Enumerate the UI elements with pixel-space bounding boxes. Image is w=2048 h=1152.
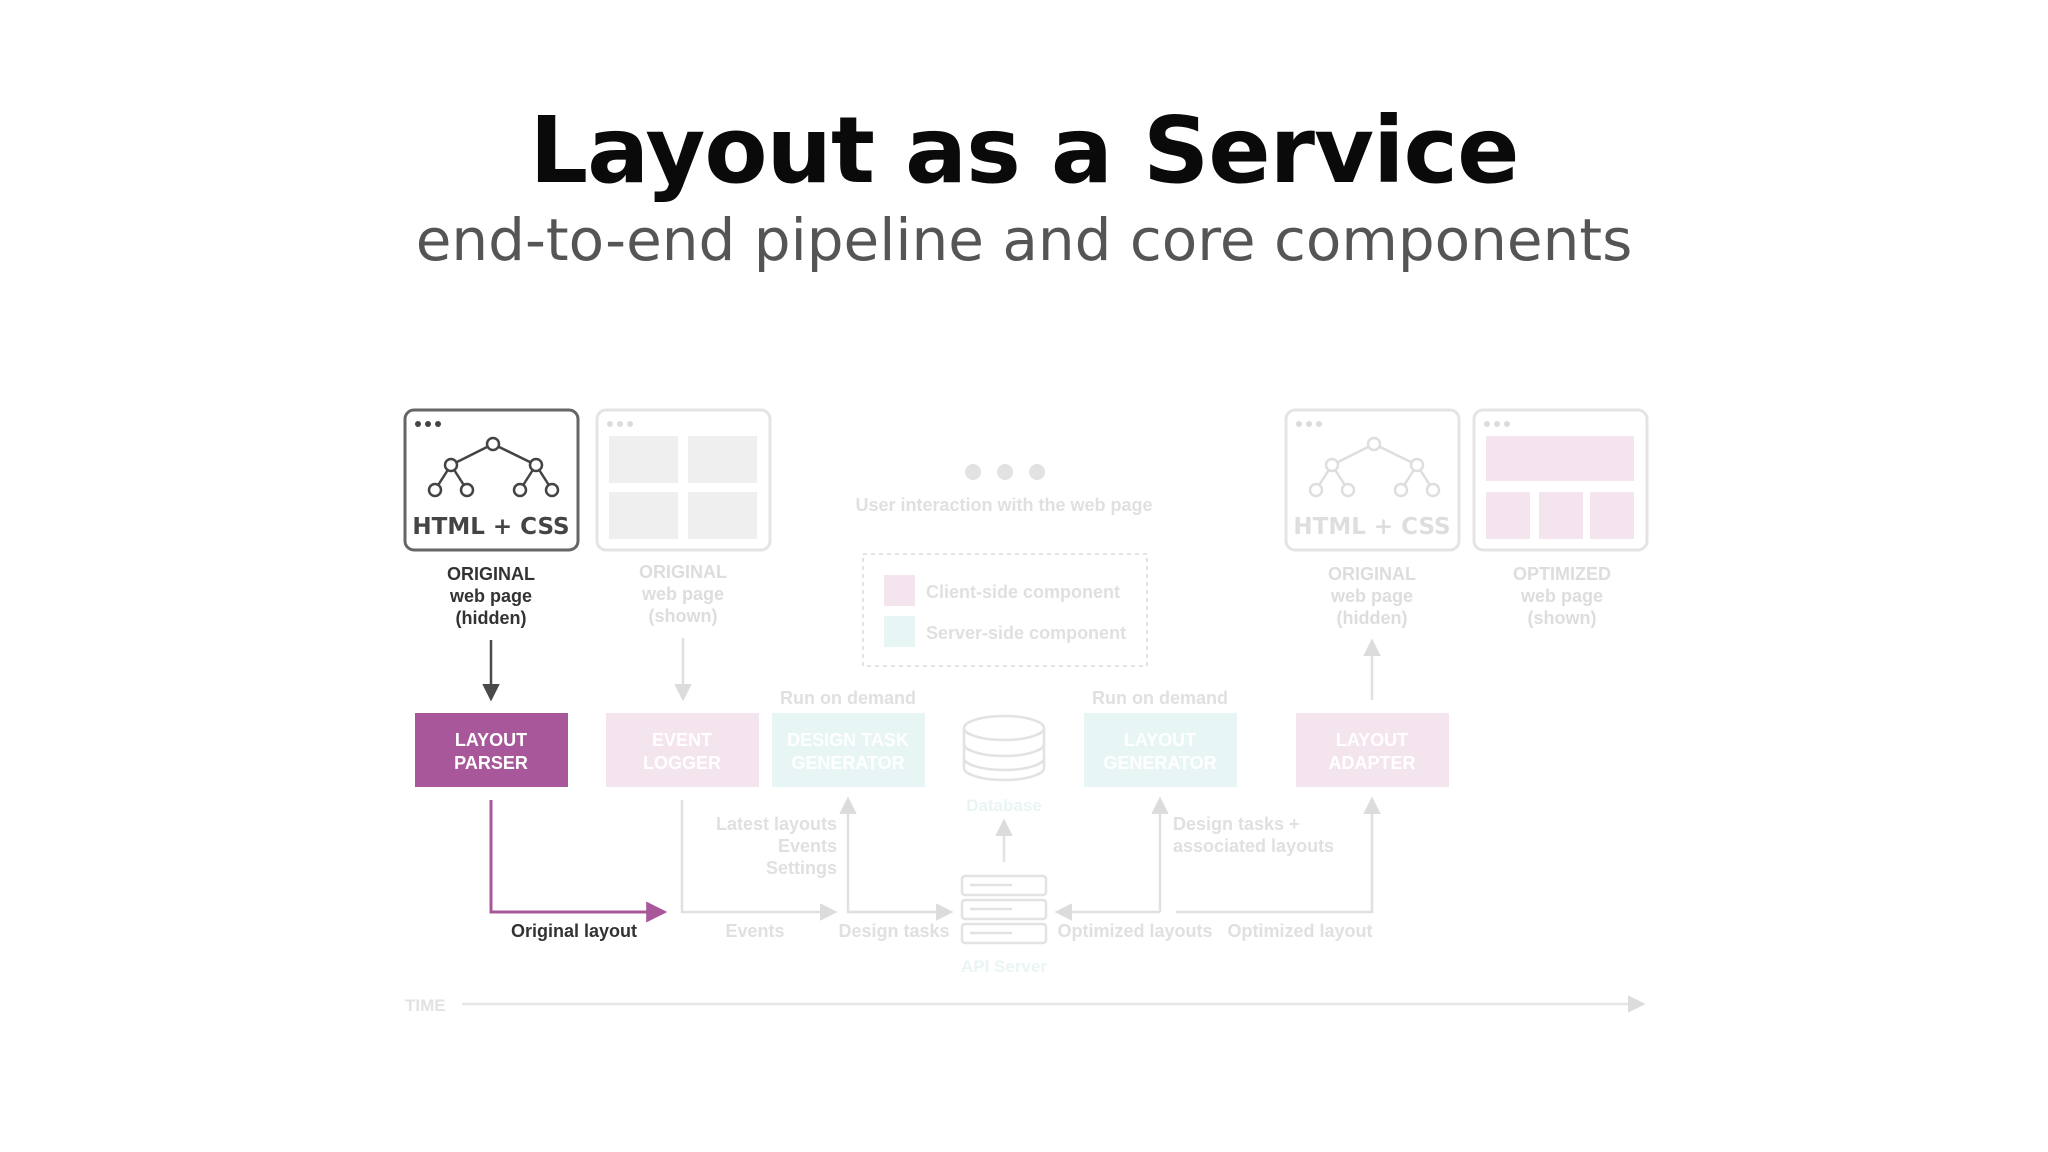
page-original-hidden: HTML + CSS ORIGINAL web page (hidden)	[403, 408, 580, 628]
page-caption-line2: web page	[1520, 586, 1603, 606]
page-caption-line1: OPTIMIZED	[1513, 564, 1611, 584]
flow-label-latest-layouts: Latest layouts	[716, 814, 837, 834]
layout-parser-box: LAYOUT PARSER	[415, 713, 568, 787]
page-caption-line3: (shown)	[649, 606, 718, 626]
flow-label-design-tasks-assoc: Design tasks +	[1173, 814, 1300, 834]
component-label: PARSER	[454, 753, 528, 773]
layout-adapter-box: LAYOUT ADAPTER	[1296, 713, 1449, 787]
page-caption-line2: web page	[449, 586, 532, 606]
arrow-events	[680, 800, 838, 921]
api-server-icon	[960, 874, 1048, 945]
page-original-shown: ORIGINAL web page (shown)	[595, 408, 772, 626]
run-on-demand-label: Run on demand	[1092, 688, 1228, 708]
flow-label-events-up: Events	[778, 836, 837, 856]
flow-label-design-tasks-assoc: associated layouts	[1173, 836, 1334, 856]
component-label: LAYOUT	[1336, 730, 1408, 750]
page-optimized-shown: OPTIMIZED web page (shown)	[1472, 408, 1649, 628]
page-caption-line3: (hidden)	[1337, 608, 1408, 628]
time-label: TIME	[405, 996, 446, 1015]
flow-label-optimized-layouts: Optimized layouts	[1057, 921, 1212, 941]
ellipsis-icon	[965, 464, 1045, 480]
component-label: DESIGN TASK	[787, 730, 909, 750]
layout-generator-box: LAYOUT GENERATOR	[1084, 713, 1237, 787]
page-caption-line2: web page	[1330, 586, 1413, 606]
component-label: GENERATOR	[1103, 753, 1216, 773]
arrow-original-layout	[489, 800, 668, 923]
run-on-demand-label: Run on demand	[780, 688, 916, 708]
legend-server-label: Server-side component	[926, 623, 1126, 643]
event-logger-box: EVENT LOGGER	[606, 713, 759, 787]
page-caption-line1: ORIGINAL	[447, 564, 535, 584]
flow-label-optimized-layout: Optimized layout	[1227, 921, 1372, 941]
page-caption-line1: ORIGINAL	[1328, 564, 1416, 584]
component-label: LAYOUT	[455, 730, 527, 750]
component-label: GENERATOR	[791, 753, 904, 773]
database-icon	[962, 714, 1046, 782]
slide-subtitle: end-to-end pipeline and core components	[415, 206, 1633, 274]
page-caption-line1: ORIGINAL	[639, 562, 727, 582]
flow-label-settings: Settings	[766, 858, 837, 878]
slide-title: Layout as a Service	[529, 97, 1519, 204]
flow-label-design-tasks: Design tasks	[838, 921, 949, 941]
html-css-label: HTML + CSS	[1293, 514, 1450, 540]
page-caption-line3: (shown)	[1528, 608, 1597, 628]
component-label: ADAPTER	[1328, 753, 1415, 773]
page-original-hidden-2: HTML + CSS ORIGINAL web page (hidden)	[1284, 408, 1461, 628]
database-label: Database	[966, 796, 1042, 815]
page-caption-line3: (hidden)	[456, 608, 527, 628]
legend-server-swatch	[884, 616, 915, 647]
component-label: LAYOUT	[1124, 730, 1196, 750]
component-label: EVENT	[652, 730, 712, 750]
page-caption-line2: web page	[641, 584, 724, 604]
legend: Client-side component Server-side compon…	[862, 553, 1148, 667]
design-task-generator-box: DESIGN TASK GENERATOR	[772, 713, 925, 787]
flow-label-events: Events	[725, 921, 784, 941]
flow-label-original-layout: Original layout	[511, 921, 637, 941]
dom-tree-icon	[1308, 436, 1441, 498]
component-label: LOGGER	[643, 753, 721, 773]
legend-client-swatch	[884, 575, 915, 606]
user-interaction-label: User interaction with the web page	[855, 495, 1152, 515]
api-server-label: API Server	[961, 957, 1047, 976]
legend-client-label: Client-side component	[926, 582, 1120, 602]
arrow-optimized-layout	[1176, 796, 1381, 914]
html-css-label: HTML + CSS	[412, 514, 569, 540]
arrow-latest-layouts	[839, 796, 950, 914]
dom-tree-icon	[427, 436, 560, 498]
